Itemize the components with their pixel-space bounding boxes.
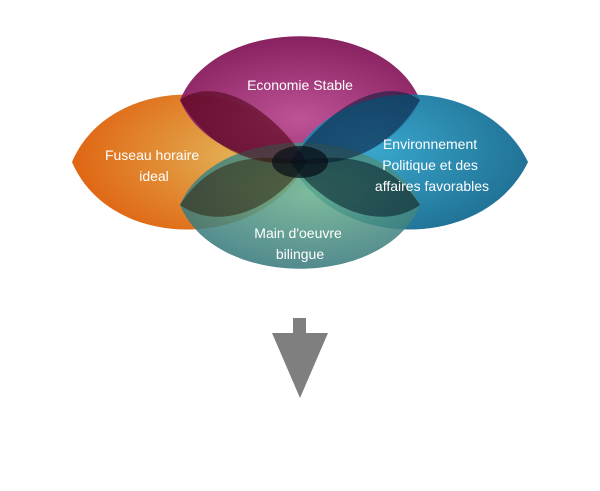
overlap-left-top (180, 91, 307, 164)
arrow-head (272, 333, 328, 398)
petal-left-label: Fuseau horaire ideal (105, 147, 203, 184)
petal-right-label: Environnement Politique et des affaires … (375, 136, 489, 194)
overlap-left-bottom (180, 157, 307, 217)
overlap-center (272, 146, 328, 178)
petal-left-label-line-1: Fuseau horaire (105, 147, 199, 163)
petal-top-label: Economie Stable (247, 77, 353, 93)
petal-right-label-line-1: Environnement (383, 136, 477, 152)
petal-bottom-label: Main d'oeuvre bilingue (254, 225, 345, 262)
overlap-top-right (290, 91, 420, 164)
petal-right-label-line-2: Politique et des (382, 157, 478, 173)
petal-top-label-line-1: Economie Stable (247, 77, 353, 93)
overlap-right-bottom (290, 157, 420, 217)
arrow-down-icon (272, 318, 328, 398)
petal-bottom-label-line-2: bilingue (276, 246, 324, 262)
petal-left-label-line-2: ideal (139, 168, 169, 184)
petal-right-label-line-3: affaires favorables (375, 178, 489, 194)
petal-bottom-label-line-1: Main d'oeuvre (254, 225, 342, 241)
